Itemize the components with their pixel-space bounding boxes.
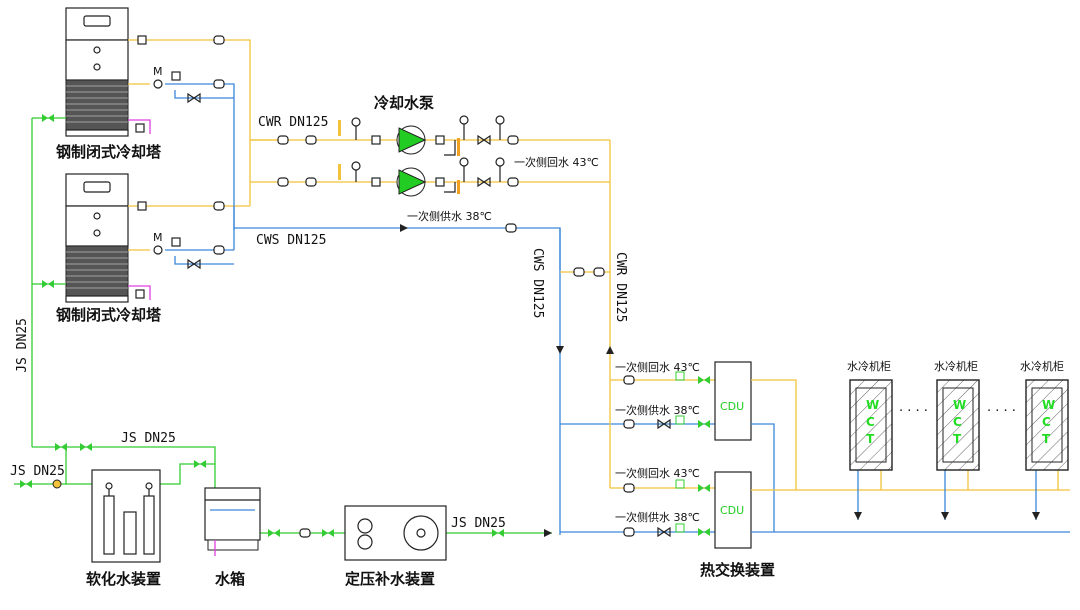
cdu-unit-2: CDU (714, 471, 752, 549)
cws-vertical-label: CWS DN125 (530, 248, 545, 318)
water-cooled-cabinet-2: W C T (936, 379, 980, 471)
cws-top-label: CWS DN125 (256, 233, 326, 248)
js-right-label: JS DN25 (451, 516, 506, 531)
wct-c: C (953, 415, 962, 429)
vertical-mains (556, 228, 614, 535)
primary-supply-top-label: 一次侧供水 38℃ (407, 209, 492, 223)
water-cooled-cabinet-3: W C T (1025, 379, 1069, 471)
cdu-unit-1: CDU (714, 361, 752, 441)
cdu2-supply-label: 一次侧供水 38℃ (615, 510, 700, 524)
cdu2-return-label: 一次侧回水 43℃ (615, 466, 700, 480)
wct-w: W (1042, 398, 1055, 412)
water-cooled-cabinet-1: W C T (849, 379, 893, 471)
wct-t: T (866, 432, 875, 446)
ellipsis-1: · · · · (899, 404, 928, 419)
ellipsis-2: · · · · (987, 404, 1016, 419)
cdu1-return-label: 一次侧回水 43℃ (615, 360, 700, 374)
js-mid-label: JS DN25 (121, 431, 176, 446)
cdu-piping (560, 355, 715, 538)
cabinet-1-label: 水冷机柜 (847, 359, 891, 373)
tower-piping: M M (128, 35, 561, 300)
cwr-vertical-label: CWR DN125 (613, 252, 628, 322)
pump-discharge-fittings (435, 115, 519, 194)
wct-c: C (866, 415, 875, 429)
cdu-1-label: CDU (720, 400, 744, 413)
wct-w: W (953, 398, 966, 412)
cooling-tower-2 (65, 173, 129, 303)
primary-return-top-label: 一次侧回水 43℃ (514, 155, 599, 169)
wct-t: T (953, 432, 962, 446)
wct-c: C (1042, 415, 1051, 429)
cooling-tower-1 (65, 7, 129, 137)
cdu-2-label: CDU (720, 504, 744, 517)
motor-mark-1: M (153, 65, 163, 78)
wct-w: W (866, 398, 879, 412)
tank-label: 水箱 (215, 570, 245, 588)
heat-exchanger-label: 热交换装置 (700, 561, 775, 579)
secondary-loop (751, 379, 1070, 533)
js-vertical-label: JS DN25 (15, 318, 30, 373)
cabinet-3-label: 水冷机柜 (1020, 359, 1064, 373)
wct-t: T (1042, 432, 1051, 446)
softener-label: 软化水装置 (86, 570, 161, 588)
water-tank (204, 487, 261, 556)
cooling-water-pump-1 (396, 125, 427, 155)
js-left-label: JS DN25 (10, 464, 65, 479)
pressurized-makeup-unit (344, 505, 447, 561)
cooling-water-pump-2 (396, 167, 427, 197)
cdu1-supply-label: 一次侧供水 38℃ (615, 403, 700, 417)
tower-1-label: 钢制闭式冷却塔 (56, 143, 162, 161)
tower-2-label: 钢制闭式冷却塔 (56, 306, 162, 324)
cabinet-2-label: 水冷机柜 (934, 359, 978, 373)
pressurizer-label: 定压补水装置 (345, 570, 435, 588)
pump-label: 冷却水泵 (374, 94, 434, 112)
motor-mark-2: M (153, 231, 163, 244)
water-softener (91, 469, 161, 563)
makeup-water-piping (14, 114, 552, 538)
cwr-top-label: CWR DN125 (258, 115, 328, 130)
